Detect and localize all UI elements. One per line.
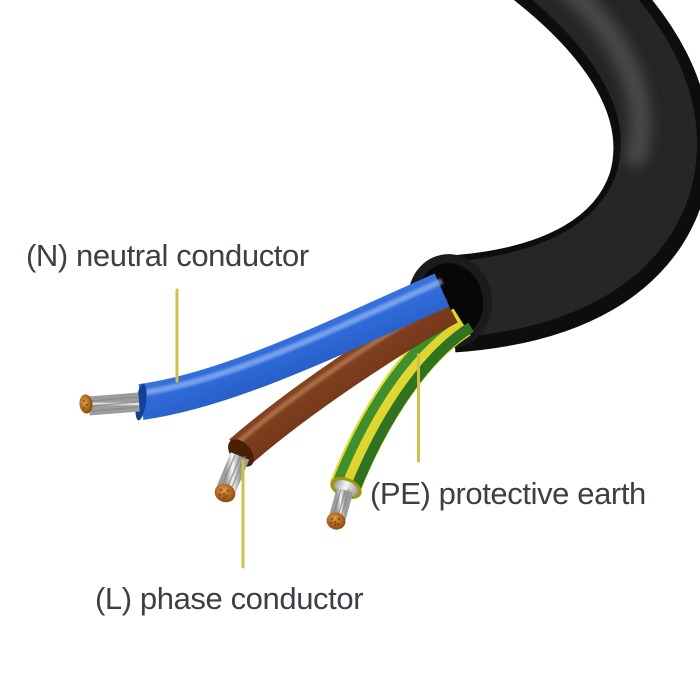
phase-copper-strand-dots — [218, 488, 230, 500]
label-neutral-conductor: (N) neutral conductor — [26, 238, 309, 273]
wire-protective-earth — [326, 308, 474, 530]
label-phase-conductor: (L) phase conductor — [95, 581, 364, 616]
phase-insulation — [229, 293, 458, 465]
neutral-sheen — [140, 278, 444, 396]
leader-lines — [175, 288, 420, 569]
cable-jacket — [445, 0, 700, 353]
neutral-copper-tip — [79, 394, 93, 414]
neutral-strand-texture — [89, 396, 139, 412]
neutral-insulation — [138, 273, 450, 420]
label-protective-earth: (PE) protective earth — [370, 476, 646, 511]
neutral-copper-strand-dots — [82, 399, 89, 410]
jacket-sheen-highlight — [565, 0, 652, 167]
earth-copper-tip — [326, 512, 346, 530]
earth-insulation — [330, 308, 471, 493]
earth-copper-strand-dots — [329, 517, 341, 527]
wire-neutral — [79, 273, 450, 421]
earth-green-stripe-right — [349, 322, 474, 494]
